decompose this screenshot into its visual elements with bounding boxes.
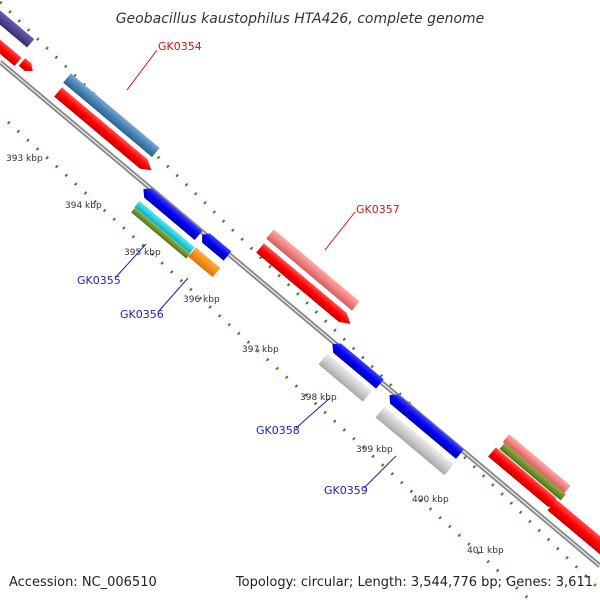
scale-label: 399 kbp bbox=[356, 445, 393, 455]
genome-summary-text: Topology: circular; Length: 3,544,776 bp… bbox=[235, 575, 593, 590]
gene-label-gk0355[interactable]: GK0355 bbox=[77, 274, 121, 287]
scale-label: 395 kbp bbox=[124, 248, 161, 258]
scale-label: 397 kbp bbox=[242, 345, 279, 355]
feature-olive-bottom-right[interactable] bbox=[499, 442, 566, 501]
gene-gk0356-orange[interactable] bbox=[188, 247, 221, 278]
inner-tick-track bbox=[6, 120, 532, 600]
feature-pink-bottom-right[interactable] bbox=[502, 434, 571, 494]
gene-gk0357-cds[interactable] bbox=[256, 243, 354, 328]
gene-gk0354-cds[interactable] bbox=[54, 87, 155, 175]
scale-label: 398 kbp bbox=[300, 393, 337, 403]
scale-labels: 393 kbp 394 kbp 395 kbp 396 kbp 397 kbp … bbox=[6, 154, 504, 556]
map-title: Geobacillus kaustophilus HTA426, complet… bbox=[116, 11, 485, 27]
feature-red-top-left[interactable] bbox=[0, 22, 22, 67]
feature-red-bottom-right-2[interactable] bbox=[547, 499, 600, 562]
feature-purple-top-left[interactable] bbox=[0, 0, 35, 48]
gene-blue-arrow-3[interactable] bbox=[329, 340, 384, 389]
gene-gk0355-cyan[interactable] bbox=[134, 200, 195, 254]
gene-gk0358-grey[interactable] bbox=[318, 353, 372, 402]
gene-blue-arrow-4[interactable] bbox=[386, 391, 464, 459]
gene-label-gk0359[interactable]: GK0359 bbox=[324, 484, 368, 497]
gene-gk0355-olive[interactable] bbox=[131, 207, 191, 259]
gene-label-gk0354[interactable]: GK0354 bbox=[158, 40, 202, 53]
scale-label: 394 kbp bbox=[65, 201, 102, 211]
scale-label: 393 kbp bbox=[6, 154, 43, 164]
feature-red-bottom-right-1[interactable] bbox=[488, 447, 562, 511]
scale-label: 400 kbp bbox=[412, 495, 449, 505]
gene-blue-arrow-2[interactable] bbox=[198, 230, 232, 261]
genome-backbone bbox=[0, 60, 600, 568]
gene-gk0357-pink[interactable] bbox=[266, 229, 360, 311]
gene-label-gk0358[interactable]: GK0358 bbox=[256, 424, 300, 437]
scale-label: 396 kbp bbox=[183, 295, 220, 305]
gene-blue-arrow-1[interactable] bbox=[140, 185, 203, 241]
scale-label: 401 kbp bbox=[467, 546, 504, 556]
gene-gk0354-steel[interactable] bbox=[63, 73, 160, 158]
gene-label-gk0356[interactable]: GK0356 bbox=[120, 308, 164, 321]
gene-label-gk0357[interactable]: GK0357 bbox=[356, 203, 400, 216]
accession-text: Accession: NC_006510 bbox=[9, 575, 157, 590]
feature-red-small-arrow[interactable] bbox=[18, 58, 36, 75]
gene-leader-lines bbox=[115, 49, 397, 489]
gene-gk0359-grey[interactable] bbox=[375, 406, 454, 476]
